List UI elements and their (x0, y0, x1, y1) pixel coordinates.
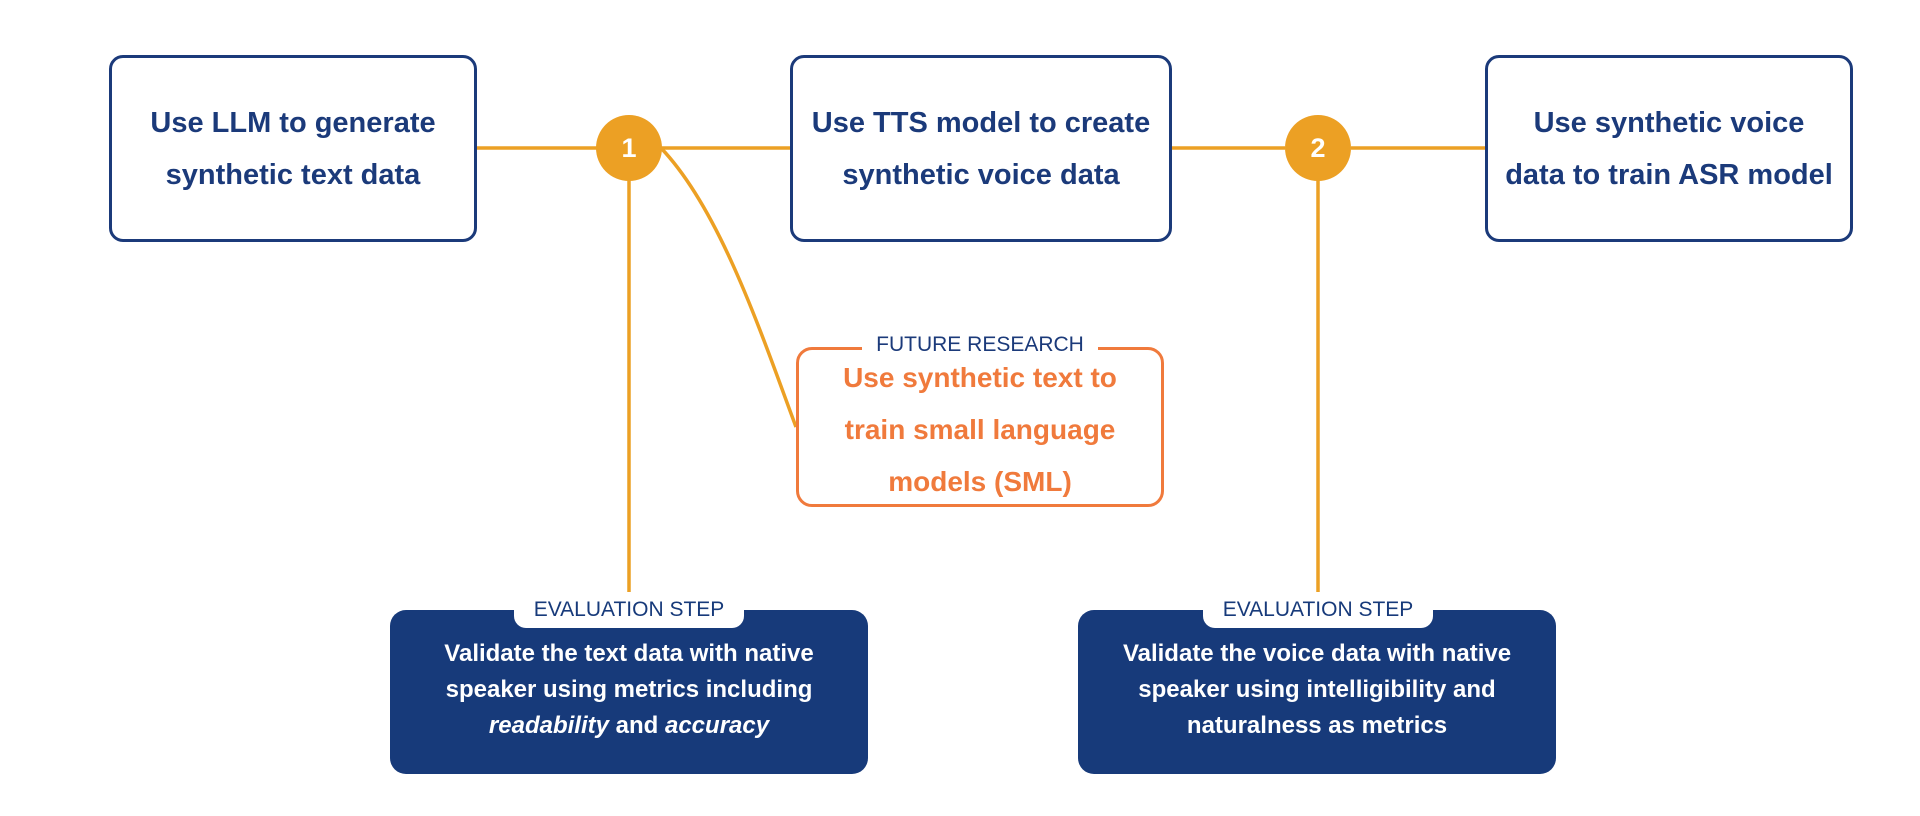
eval-1-line-3: readability and accuracy (390, 708, 868, 744)
step-3-line-2: data to train ASR model (1505, 158, 1833, 191)
eval-1-line-2: speaker using metrics including (445, 676, 813, 703)
evaluation-tag-1: EVALUATION STEP (514, 594, 744, 628)
future-line-1: Use synthetic text to (843, 362, 1117, 393)
step-box-train-asr: Use synthetic voice data to train ASR mo… (1485, 55, 1853, 242)
future-research-tag: FUTURE RESEARCH (862, 330, 1098, 360)
step-1-line-2: synthetic text data (165, 158, 421, 191)
step-box-tts-voice: Use TTS model to create synthetic voice … (790, 55, 1172, 242)
marker-2: 2 (1285, 115, 1351, 181)
future-research-box: Use synthetic text to train small langua… (796, 347, 1164, 507)
step-3-line-1: Use synthetic voice (1533, 106, 1805, 139)
step-2-line-2: synthetic voice data (842, 158, 1120, 191)
evaluation-box-text: Validate the text data with native speak… (390, 610, 868, 774)
connector-marker1-future (659, 146, 798, 428)
marker-1: 1 (596, 115, 662, 181)
future-line-3: models (SML) (888, 466, 1072, 497)
evaluation-tag-2: EVALUATION STEP (1203, 594, 1433, 628)
step-1-line-1: Use LLM to generate (150, 106, 436, 139)
future-line-2: train small language (844, 414, 1116, 445)
step-2-line-1: Use TTS model to create (811, 106, 1151, 139)
eval-1-line-1: Validate the text data with native (444, 640, 814, 667)
eval-1-readability: readability (488, 712, 609, 739)
eval-2-line-2: speaker using intelligibility and (1138, 676, 1496, 703)
eval-1-accuracy: accuracy (664, 712, 770, 739)
evaluation-box-voice: Validate the voice data with native spea… (1078, 610, 1556, 774)
eval-2-line-1: Validate the voice data with native (1122, 640, 1512, 667)
eval-1-and: and (608, 712, 665, 739)
step-box-llm-text: Use LLM to generate synthetic text data (109, 55, 477, 242)
eval-2-line-3: naturalness as metrics (1186, 712, 1448, 739)
